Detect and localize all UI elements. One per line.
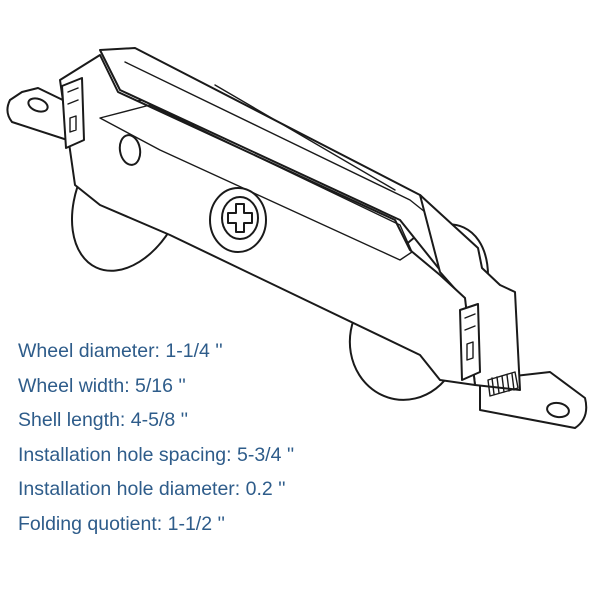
front-plate-panel [99,104,413,261]
spec-wheel-width: Wheel width: 5/16 '' [18,374,186,397]
axle-cross-icon [227,203,253,233]
left-clip-detail [67,87,79,133]
spec-installation-hole-spacing: Installation hole spacing: 5-3/4 '' [18,443,295,466]
left-mounting-hole [27,97,49,113]
spec-shell-length: Shell length: 4-5/8 '' [18,409,189,431]
right-clip-detail [464,313,476,361]
spec-wheel-diameter: Wheel diameter: 1-1/4 '' [18,340,223,362]
left-clip [61,77,85,149]
spec-folding-quotient: Folding quotient: 1-1/2 '' [18,512,225,535]
right-mounting-hole [546,401,570,419]
adjustment-hole [118,134,142,166]
adjustment-screw-icon [487,371,519,397]
right-clip [459,303,481,381]
housing-inner-ledge-2 [214,84,396,191]
spec-list: Wheel diameter: 1-1/4 '' Wheel width: 5/… [18,340,348,547]
spec-installation-hole-diameter: Installation hole diameter: 0.2 '' [18,478,286,500]
